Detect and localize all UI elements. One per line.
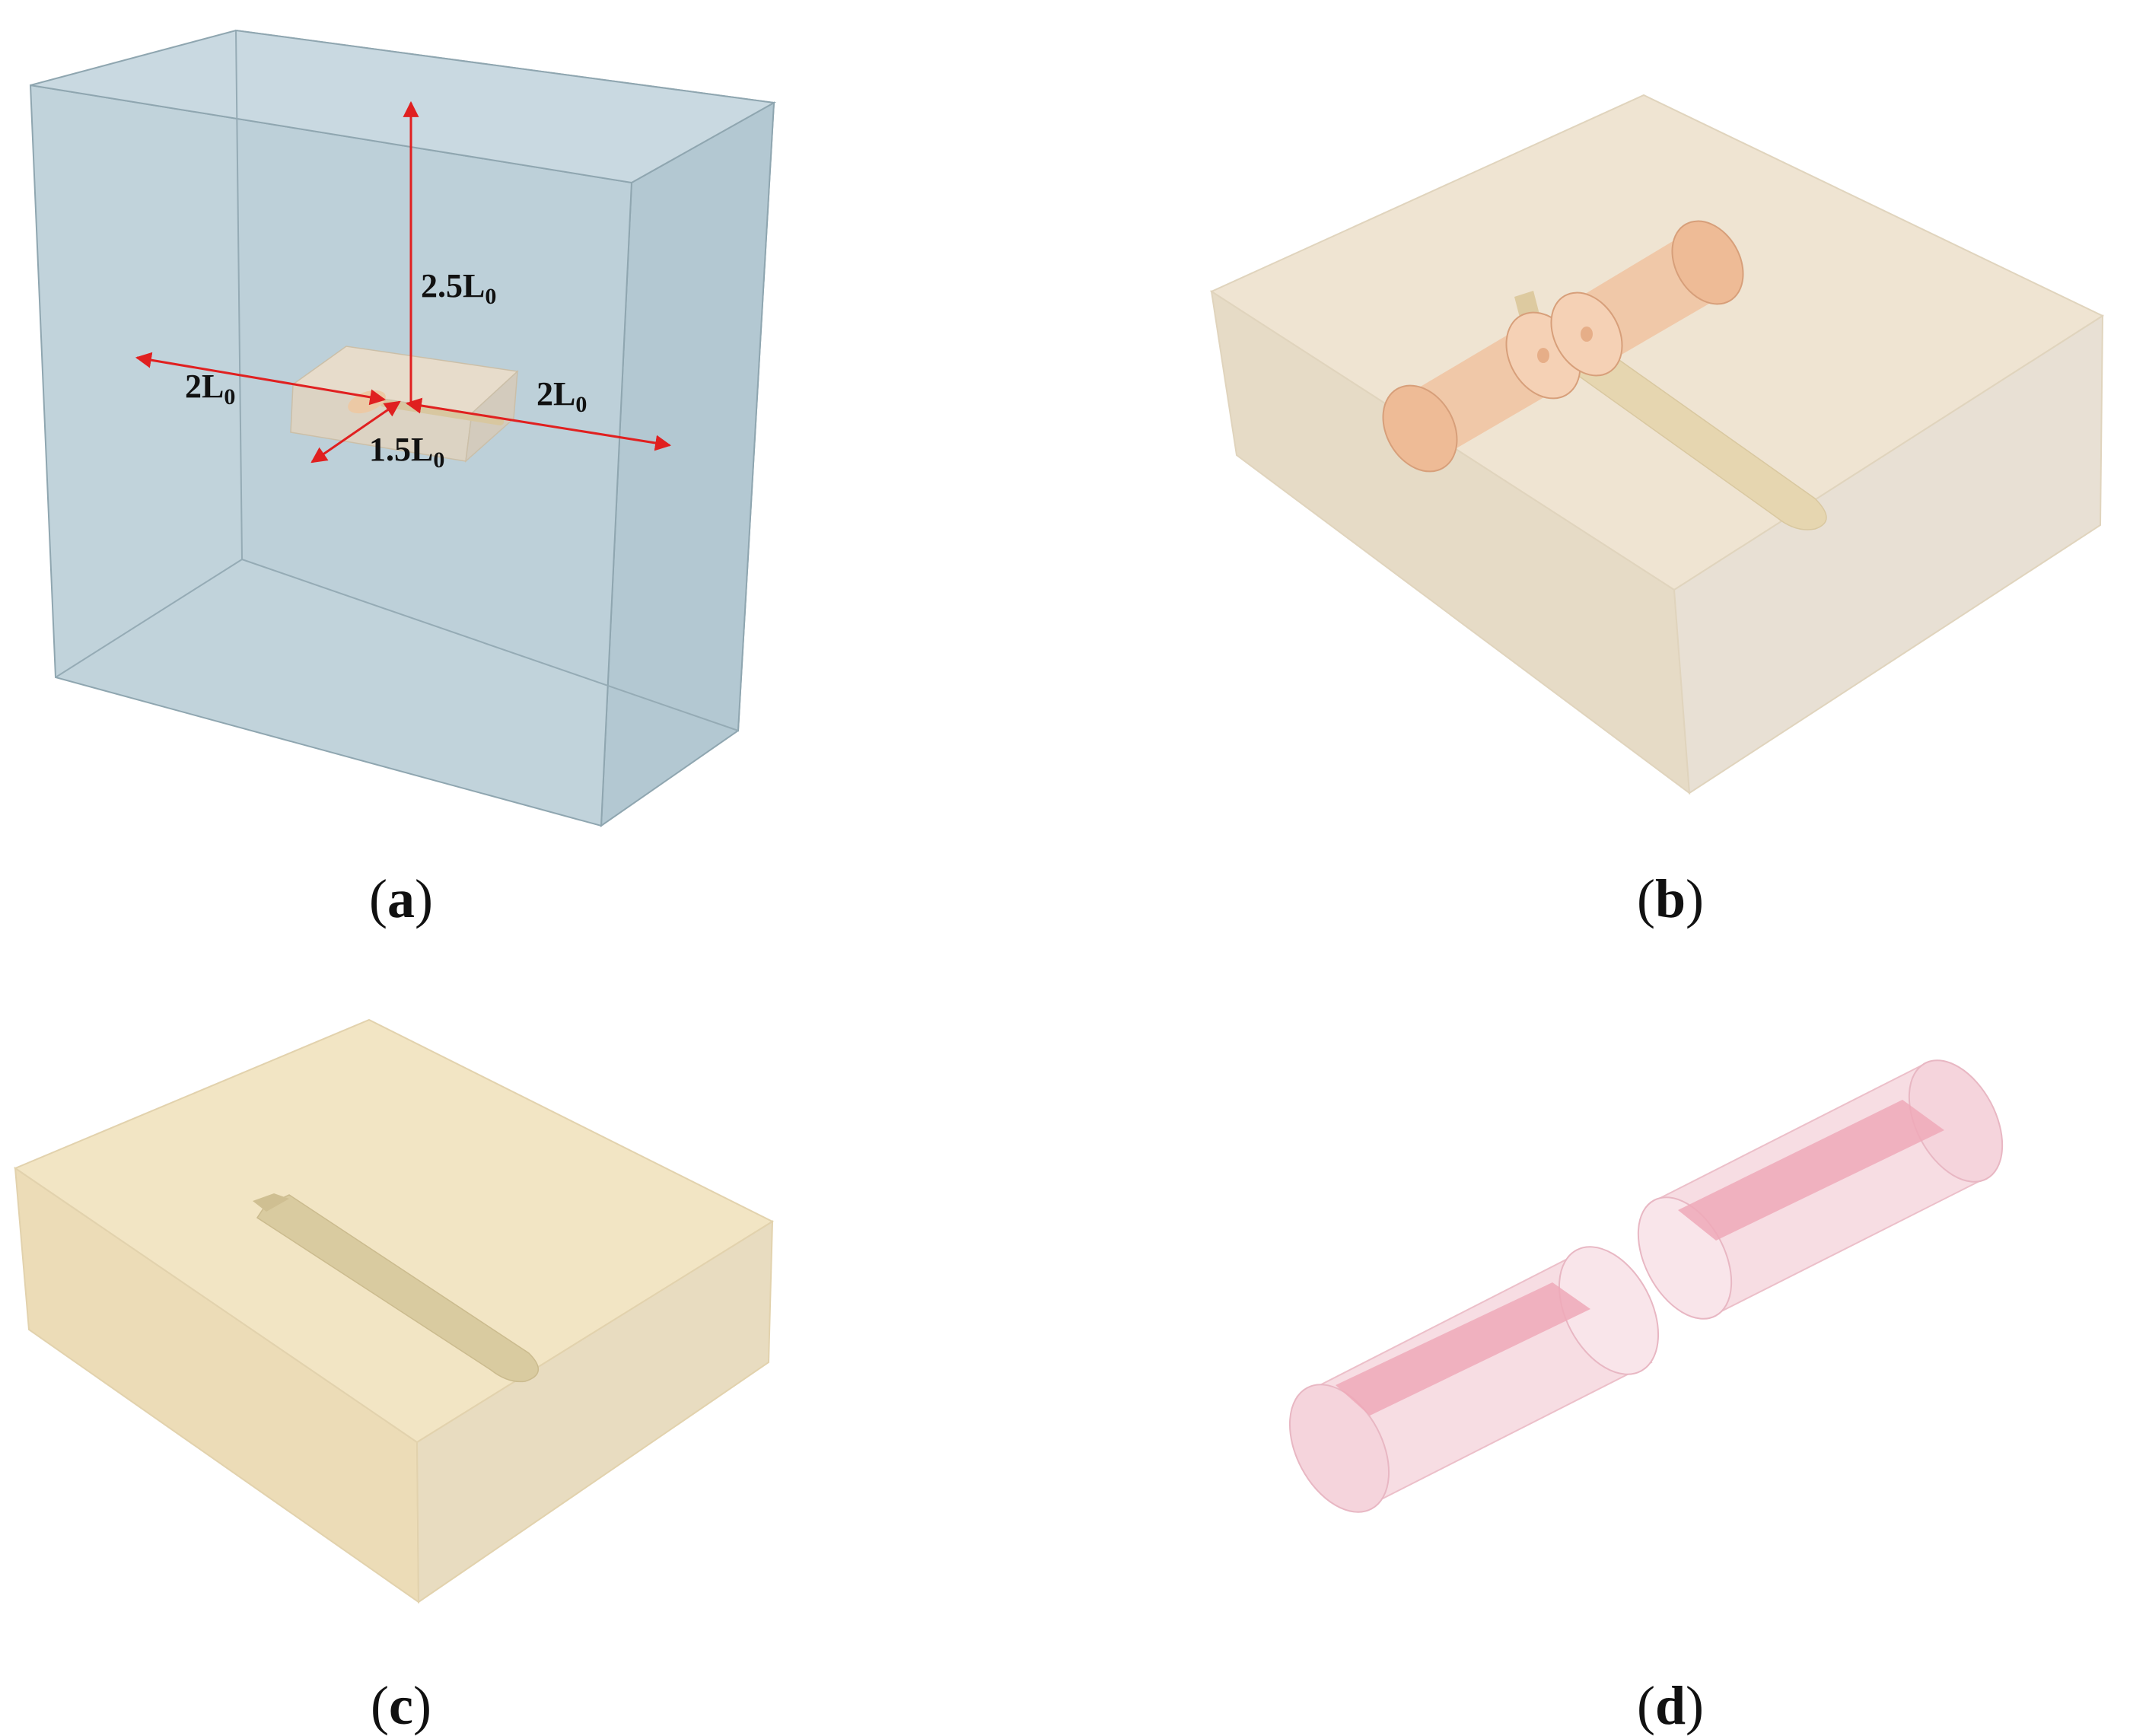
hull-c xyxy=(256,1194,539,1383)
caption-b: (b) xyxy=(1637,868,1704,929)
dim-arrow-left xyxy=(135,352,387,406)
outer-box-front-face xyxy=(29,84,633,827)
box-c-right xyxy=(415,1220,774,1604)
dim-label-left: 2L0 xyxy=(185,368,235,409)
dim-label-top: 2.5L0 xyxy=(421,267,496,309)
caption-d: (d) xyxy=(1637,1675,1704,1736)
plate-d-left xyxy=(1336,1282,1590,1416)
hull-b xyxy=(1536,323,1827,530)
plate-d-right xyxy=(1678,1100,1944,1241)
hull-c-bow xyxy=(253,1193,289,1212)
panel-c: (c) xyxy=(13,1018,775,1736)
dim-arrow-front xyxy=(310,400,401,463)
panel-a: 2.5L0 2L0 2L0 1.5L0 (a) xyxy=(29,29,777,929)
caption-c: (c) xyxy=(371,1675,431,1736)
cylinder-d-right xyxy=(1637,1059,2004,1320)
dim-label-front: 1.5L0 xyxy=(369,431,444,473)
panel-b: (b) xyxy=(1209,94,2105,929)
panel-d: (d) xyxy=(1288,1059,2004,1736)
outer-box-hidden-edge-bottom xyxy=(55,559,243,678)
outer-box-top-face xyxy=(30,29,777,184)
cylinder-b-right xyxy=(1550,220,1744,377)
dim-arrow-right xyxy=(405,397,672,451)
cylinder-d-left xyxy=(1288,1246,1660,1513)
dim-label-right: 2L0 xyxy=(536,375,587,417)
caption-a: (a) xyxy=(369,868,433,929)
box-b-right xyxy=(1673,314,2104,795)
